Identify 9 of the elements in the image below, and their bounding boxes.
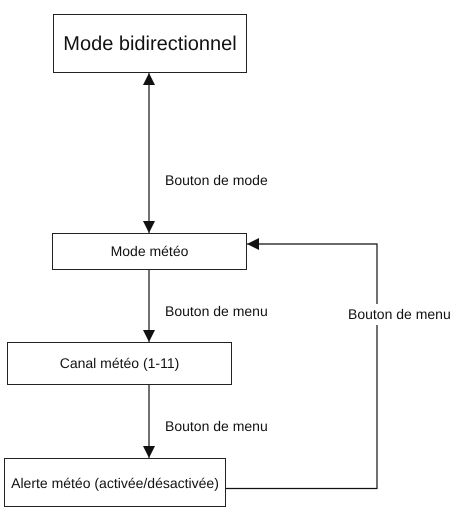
edge-label: Bouton de menu	[346, 304, 453, 325]
arrow	[143, 270, 155, 342]
process-box: Mode bidirectionnel	[53, 14, 247, 73]
process-box: Mode météo	[52, 233, 247, 270]
arrow	[143, 73, 155, 233]
process-box: Alerte météo (activée/désactivée)	[4, 458, 226, 507]
arrow	[226, 238, 378, 490]
process-box: Canal météo (1-11)	[7, 342, 232, 385]
arrow	[143, 385, 155, 458]
